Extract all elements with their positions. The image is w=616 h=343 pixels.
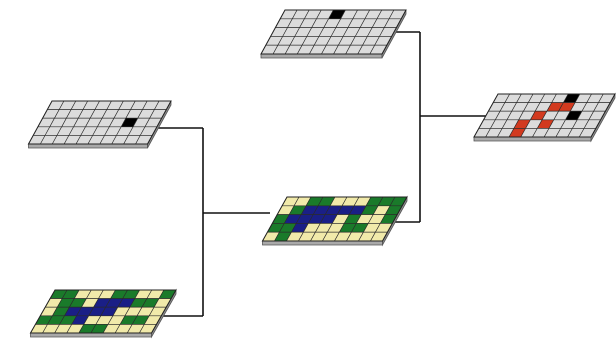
grid-outline xyxy=(473,93,616,138)
grid-layers xyxy=(27,9,616,339)
grid-top-right xyxy=(260,9,407,59)
grid-middle xyxy=(261,195,408,247)
grid-result xyxy=(473,92,616,143)
grid-bottom-left xyxy=(29,288,177,339)
grid-base-front xyxy=(28,143,148,149)
grid-outline xyxy=(27,100,172,145)
connector-lines xyxy=(138,31,490,317)
grid-outline xyxy=(29,289,177,334)
grid-top-left xyxy=(27,100,172,149)
grid-outline xyxy=(261,196,408,242)
grid-base-front xyxy=(30,332,152,338)
grid-base-front xyxy=(260,53,383,59)
grid-base-front xyxy=(473,136,592,142)
grid-outline xyxy=(260,9,407,55)
grid-base-front xyxy=(262,240,383,246)
